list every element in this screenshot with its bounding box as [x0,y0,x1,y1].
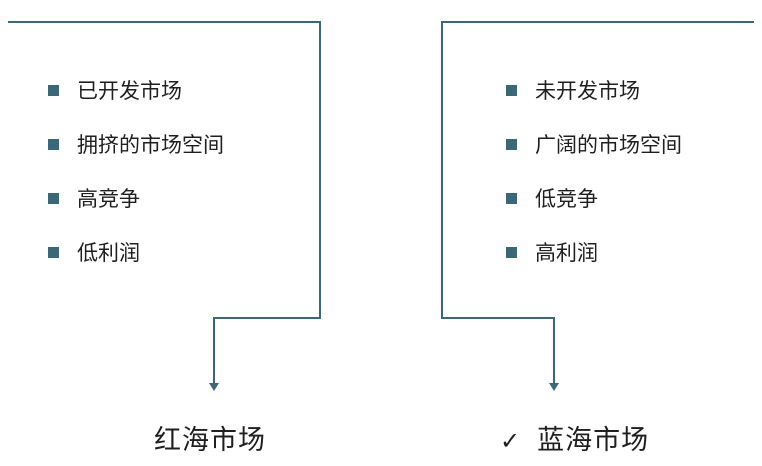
left-bracket-line [8,21,321,383]
list-item: 已开发市场 [48,74,224,106]
square-bullet-icon [48,138,59,150]
list-item-label: 未开发市场 [535,79,640,103]
left-arrow-head [209,383,219,391]
list-item: 低利润 [48,236,224,268]
list-item-label: 拥挤的市场空间 [77,133,224,157]
list-item: 高竞争 [48,182,224,214]
right-arrow-head [549,383,559,391]
list-item: 低竞争 [506,182,682,214]
list-item: 高利润 [506,236,682,268]
list-item-label: 高利润 [535,241,598,265]
square-bullet-icon [506,246,517,258]
list-item-label: 广阔的市场空间 [535,133,682,157]
square-bullet-icon [48,84,59,96]
list-item-label: 低竞争 [535,187,598,211]
blue-ocean-list: 未开发市场 广阔的市场空间 低竞争 高利润 [506,74,682,290]
list-item: 广阔的市场空间 [506,128,682,160]
list-item: 拥挤的市场空间 [48,128,224,160]
square-bullet-icon [506,138,517,150]
square-bullet-icon [506,84,517,96]
right-bracket-line [441,21,754,383]
square-bullet-icon [48,192,59,204]
list-item-label: 高竞争 [77,187,140,211]
list-item-label: 已开发市场 [77,79,182,103]
blue-ocean-label: 蓝海市场 [537,425,650,456]
list-item-label: 低利润 [77,241,140,265]
red-ocean-list: 已开发市场 拥挤的市场空间 高竞争 低利润 [48,74,224,290]
list-item: 未开发市场 [506,74,682,106]
red-ocean-label: 红海市场 [154,425,266,456]
blue-ocean-label-group: ✓ 蓝海市场 [500,418,649,457]
checkmark-icon: ✓ [500,427,522,455]
square-bullet-icon [48,246,59,258]
square-bullet-icon [506,192,517,204]
